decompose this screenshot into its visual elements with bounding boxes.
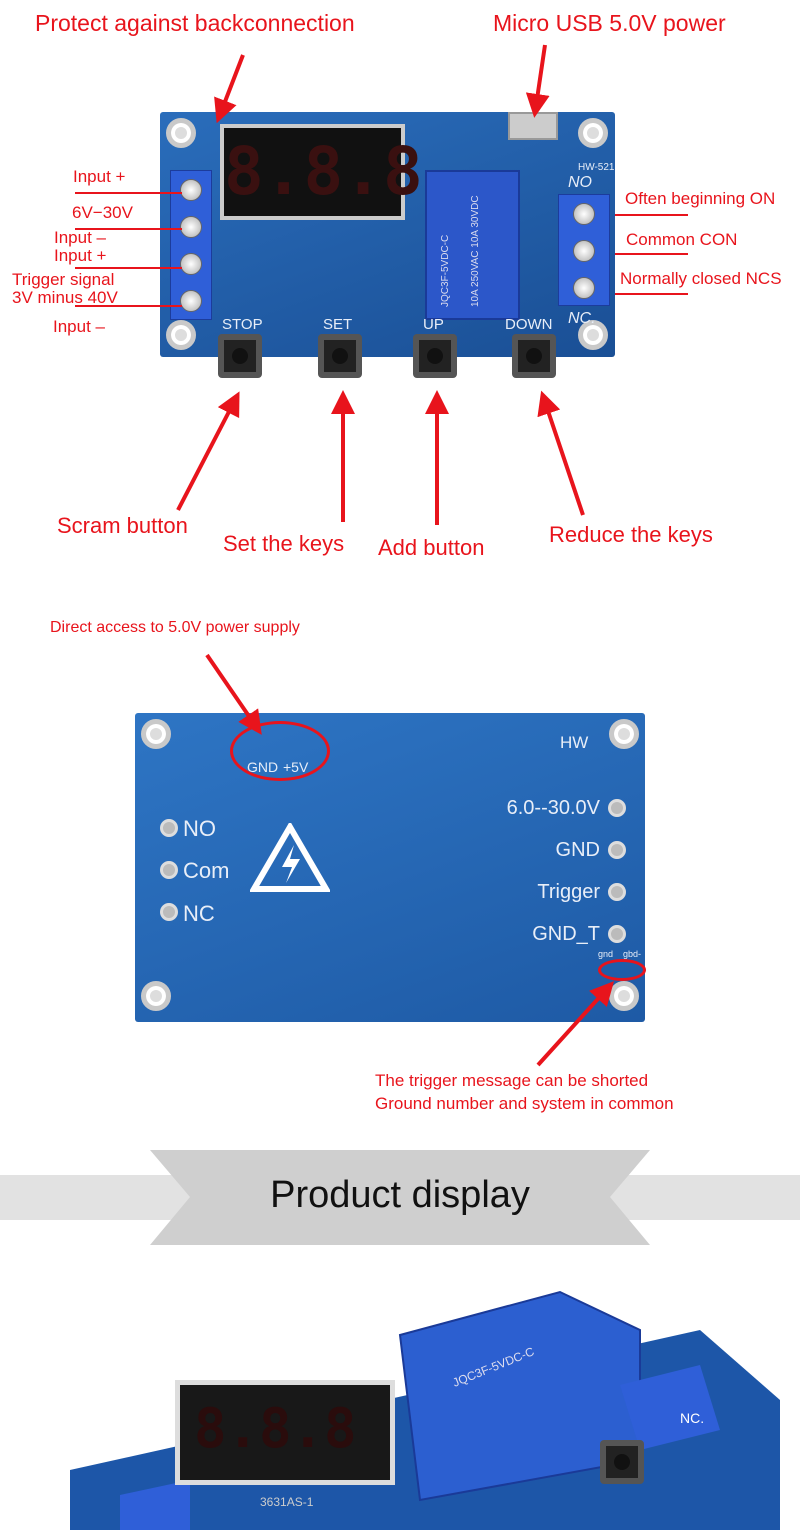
callout-input-plus-2: Input + xyxy=(54,246,107,265)
banner-title: Product display xyxy=(270,1174,530,1216)
down-label: DOWN xyxy=(505,316,553,333)
button[interactable] xyxy=(600,1440,644,1484)
relay-terminal xyxy=(558,194,610,306)
callout-ground-common: Ground number and system in common xyxy=(375,1094,674,1113)
callout-input-minus: Input – xyxy=(54,228,106,247)
high-voltage-warning-icon xyxy=(248,821,332,903)
display-label: 3631AS-1 xyxy=(260,1495,314,1509)
callout-com: Common CON xyxy=(626,230,738,249)
callout-usb: Micro USB 5.0V power xyxy=(493,10,726,36)
arrow-protect xyxy=(214,54,245,124)
callout-5v-access: Direct access to 5.0V power supply xyxy=(50,619,300,636)
stop-button[interactable] xyxy=(218,334,262,378)
relay xyxy=(425,170,520,320)
no-pin-label: NO xyxy=(183,816,216,841)
led-display: 8.8.8 xyxy=(175,1380,395,1485)
mount-hole xyxy=(578,118,608,148)
hw-label: HW xyxy=(560,733,589,752)
mount-hole xyxy=(166,118,196,148)
stop-label: STOP xyxy=(222,316,263,333)
callout-trigger: Trigger signal xyxy=(12,270,115,289)
callout-set: Set the keys xyxy=(223,531,345,556)
com-pin-label: Com xyxy=(183,858,230,883)
arrow-reduce xyxy=(537,390,585,516)
usb-port[interactable] xyxy=(508,112,558,140)
model-label: HW-521 xyxy=(578,162,615,173)
gnd-pin-label: GND xyxy=(555,839,600,861)
callout-trigger-range: 3V minus 40V xyxy=(12,288,118,307)
down-button[interactable] xyxy=(512,334,556,378)
callout-nc: Normally closed NCS xyxy=(620,269,782,288)
nc-pin-label: NC xyxy=(183,901,215,926)
arrow-scram xyxy=(176,391,240,511)
set-button[interactable] xyxy=(318,334,362,378)
mount-hole xyxy=(166,320,196,350)
arrow-usb xyxy=(525,44,550,118)
relay-module-top-view: 8.8.8 JQC3F-5VDC-C 10A 250VAC 10A 30VDC … xyxy=(160,112,615,378)
led-display: 8.8.8 xyxy=(220,124,423,220)
vin-pin-label: 6.0--30.0V xyxy=(506,797,600,819)
highlight-circle xyxy=(230,721,330,781)
trigger-pin-label: Trigger xyxy=(537,881,600,903)
set-label: SET xyxy=(323,316,353,333)
callout-add: Add button xyxy=(378,535,485,560)
nc-label: NC. xyxy=(680,1410,705,1426)
nc-label: NC. xyxy=(568,310,596,327)
gbd-small-label: gbd- xyxy=(623,949,642,959)
input-terminal xyxy=(170,170,212,320)
mount-hole xyxy=(578,320,608,350)
callout-scram: Scram button xyxy=(57,513,188,538)
5v-pad-label: +5V xyxy=(283,759,309,775)
up-button[interactable] xyxy=(413,334,457,378)
callout-protect: Protect against backconnection xyxy=(35,10,355,36)
callout-no: Often beginning ON xyxy=(625,189,776,208)
callout-voltage: 6V−30V xyxy=(72,203,133,222)
callout-reduce: Reduce the keys xyxy=(549,522,713,547)
highlight-circle-small xyxy=(598,959,646,981)
up-label: UP xyxy=(423,316,444,333)
gnd-pad-label: GND xyxy=(247,759,279,775)
callout-input-plus: Input + xyxy=(73,167,126,186)
callout-trigger-short: The trigger message can be shorted xyxy=(375,1071,649,1090)
relay-module-bottom-view: GND +5V HW NO Com NC 6.0--30.0V GND Trig… xyxy=(135,713,646,1022)
product-photo: JQC3F-5VDC-C 8.8.8 3631AS-1 NC. xyxy=(0,1290,800,1530)
relay-rating: 10A 250VAC 10A 30VDC xyxy=(470,195,481,307)
banner: Product display xyxy=(0,1150,800,1245)
gndt-pin-label: GND_T xyxy=(532,923,600,945)
no-label: NO xyxy=(568,174,592,191)
gnd-small-label: gnd xyxy=(598,949,614,959)
callout-input-minus-2: Input – xyxy=(53,317,105,336)
relay-label: JQC3F-5VDC-C xyxy=(440,234,451,307)
